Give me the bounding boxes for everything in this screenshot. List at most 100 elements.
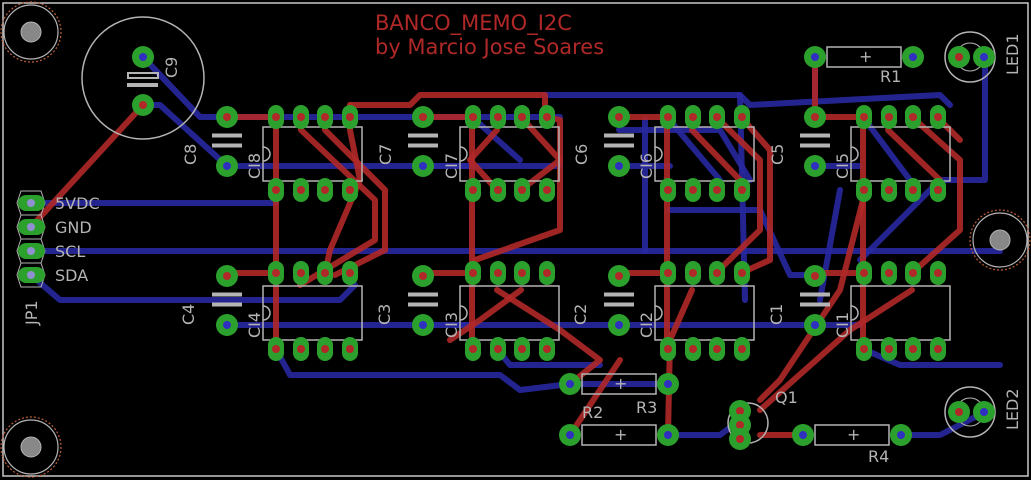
resistor-pad-drill [566, 431, 574, 439]
ic-pin-drill [518, 269, 526, 277]
bottom-trace [667, 207, 818, 278]
bottom-trace [542, 92, 953, 108]
capacitor-plate [212, 133, 242, 138]
capacitor-plate [408, 133, 438, 138]
board-author: by Marcio Jose Soares [375, 35, 604, 59]
label-ci5: CI5 [833, 153, 852, 179]
ic-pin-drill [469, 113, 477, 121]
led-pad-drill [955, 53, 963, 61]
mounting-hole [989, 229, 1011, 251]
label-q1: Q1 [775, 388, 798, 407]
ic-pin-drill [518, 345, 526, 353]
label-ci2: CI2 [637, 312, 656, 338]
ic-notch [262, 305, 271, 321]
top-trace [909, 114, 963, 276]
capacitor-plate [212, 143, 242, 148]
label-ci7: CI7 [442, 153, 461, 179]
capacitor-plate [408, 143, 438, 148]
ic-pin-drill [738, 113, 746, 121]
ic-pin-drill [689, 186, 697, 194]
ic-notch [654, 146, 663, 162]
transistor-pad-drill [736, 421, 744, 429]
ic-pin-drill [321, 269, 329, 277]
label-jp1: JP1 [22, 300, 41, 326]
resistor-pad-drill [664, 380, 672, 388]
resistor-pad-drill [664, 431, 672, 439]
label-r2: R2 [582, 403, 603, 422]
capacitor-plate [604, 292, 634, 297]
led-pad-drill [980, 53, 988, 61]
ic-pin-drill [738, 186, 746, 194]
capacitor-pad-drill [615, 321, 623, 329]
capacitor-pad-drill [615, 113, 623, 121]
capacitor-c9-plate [127, 83, 158, 87]
ic-pin-drill [346, 113, 354, 121]
ic-pin-drill [272, 113, 280, 121]
connector-label-sda: SDA [55, 266, 88, 285]
capacitor-plate [800, 143, 830, 148]
ic-pin-drill [664, 186, 672, 194]
resistor-pad-drill [566, 380, 574, 388]
ic-pin-drill [934, 345, 942, 353]
transistor-pad-drill [736, 435, 744, 443]
capacitor-plate [800, 292, 830, 297]
label-ci1: CI1 [833, 312, 852, 338]
connector-label-gnd: GND [55, 218, 92, 237]
ic-pin-drill [297, 186, 305, 194]
connector-pin-drill [27, 199, 35, 207]
ic-pin-drill [885, 269, 893, 277]
capacitor-pad-drill [615, 162, 623, 170]
label-c2: C2 [571, 304, 590, 325]
ic-notch [459, 146, 468, 162]
mounting-hole-outline [0, 416, 62, 478]
top-trace [28, 102, 146, 230]
resistor-body [581, 424, 657, 446]
capacitor-plate [408, 302, 438, 307]
ic-pin-drill [909, 269, 917, 277]
ic-pin-drill [689, 345, 697, 353]
ic-notch [459, 305, 468, 321]
led-pad-drill [980, 408, 988, 416]
ic-pin-drill [885, 113, 893, 121]
mounting-hole-outline [969, 209, 1031, 271]
capacitor-pad-drill [223, 113, 231, 121]
bottom-trace [28, 272, 358, 303]
ic-notch [850, 305, 859, 321]
ic-pin-drill [469, 186, 477, 194]
ic-pin-drill [543, 269, 551, 277]
top-trace [467, 127, 500, 193]
ic-pin-drill [494, 345, 502, 353]
pads-layer [18, 46, 995, 450]
bottom-trace [273, 346, 573, 393]
capacitor-pad-drill [811, 272, 819, 280]
connector-pin-drill [27, 223, 35, 231]
ic-pin-drill [469, 345, 477, 353]
ic-pin-drill [860, 186, 868, 194]
ic-pin-drill [885, 186, 893, 194]
top-trace [713, 114, 763, 276]
capacitor-pad-drill [223, 321, 231, 329]
capacitor-pad-drill [811, 113, 819, 121]
capacitor-pad-drill [615, 272, 623, 280]
connector-label-scl: SCL [55, 242, 85, 261]
resistor-pad-drill [811, 53, 819, 61]
ic-pin-drill [321, 186, 329, 194]
ic-pin-drill [934, 269, 942, 277]
ic-body [459, 126, 560, 182]
connector-pin-drill [27, 247, 35, 255]
label-r1: R1 [880, 67, 901, 86]
resistor-pad-drill [897, 431, 905, 439]
ic-pin-drill [494, 186, 502, 194]
ic-body [654, 126, 755, 182]
ic-pin-drill [664, 113, 672, 121]
label-c5: C5 [768, 144, 787, 165]
top-trace [665, 287, 695, 438]
mounting-hole [20, 436, 42, 458]
top-trace [518, 114, 563, 193]
capacitor-plate [604, 302, 634, 307]
ic-pin-drill [494, 269, 502, 277]
capacitor-plate [212, 302, 242, 307]
